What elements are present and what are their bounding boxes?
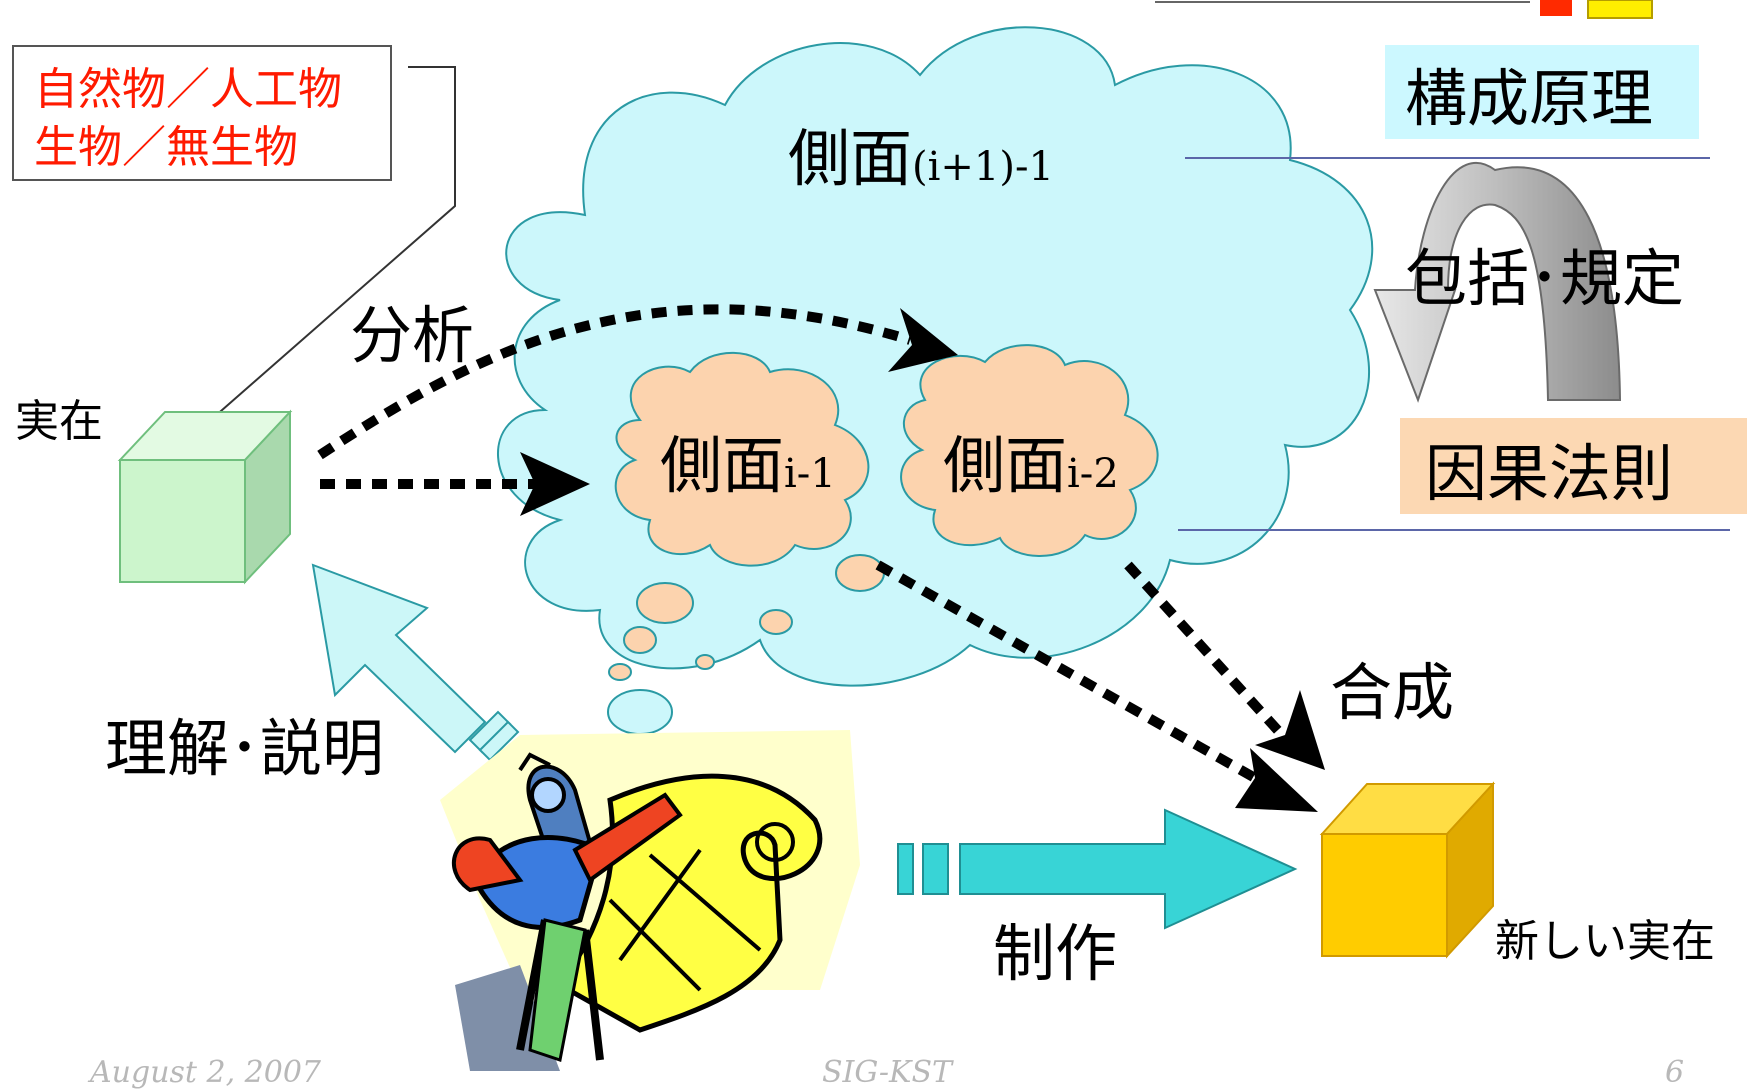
understanding-explanation-label: 理解･説明 (105, 712, 385, 785)
synthesis-arrow-line-b (1124, 561, 1286, 739)
analysis-curve-arrow-line (317, 304, 912, 460)
aspect-a-label: 側面i-1 (660, 435, 836, 497)
thought-bubble (636, 582, 694, 624)
category-line-2: 生物／無生物 (34, 122, 298, 173)
composition-principle-label: 構成原理 (1405, 62, 1654, 135)
synthesis-arrowhead-a (1235, 748, 1318, 812)
causal-law-label: 因果法則 (1425, 437, 1674, 510)
footer-page-number: 6 (1665, 1055, 1685, 1090)
aspect-big-main: 側面 (788, 122, 913, 195)
aspect-big-label: 側面(i+1)-1 (788, 128, 1054, 190)
synthesis-arrow-line-a (875, 560, 1258, 783)
production-label: 制作 (993, 917, 1118, 990)
footer-date: August 2, 2007 (90, 1055, 322, 1090)
thought-bubble (835, 554, 885, 592)
aspect-cloud-b (900, 344, 1159, 557)
thought-bubble (695, 654, 715, 670)
understanding-arrow (311, 563, 520, 762)
analysis-label: 分析 (350, 299, 475, 372)
category-callout-box (12, 45, 392, 181)
aspect-a-sub: i-1 (784, 451, 836, 497)
inclusion-arc-arrow (1373, 162, 1622, 403)
footer-event: SIG-KST (822, 1055, 953, 1090)
aspect-b-sub: i-2 (1067, 451, 1119, 497)
thought-bubble (623, 626, 657, 654)
thought-bubble (608, 663, 632, 681)
thought-bubble (607, 689, 673, 735)
new-reality-label: 新しい実在 (1495, 916, 1715, 967)
callout-leader-line (196, 66, 456, 433)
designer-clipart (440, 730, 860, 1071)
aspect-b-main: 側面 (943, 429, 1068, 502)
inclusion-regulation-label: 包括･規定 (1405, 242, 1685, 315)
analysis-straight-arrowhead (520, 452, 590, 516)
corner-red-square (1540, 0, 1572, 16)
causal-law-box (1400, 418, 1747, 514)
production-arrow (897, 808, 1298, 930)
corner-yellow-square (1587, 0, 1653, 19)
aspect-b-label: 側面i-2 (943, 435, 1119, 497)
synthesis-label: 合成 (1330, 656, 1455, 729)
synthesis-arrowhead-b (1255, 690, 1325, 770)
thought-bubble (759, 609, 793, 635)
reality-label: 実在 (15, 396, 103, 447)
aspect-big-sub: (i+1)-1 (912, 144, 1054, 190)
aspect-cloud-a (614, 351, 870, 567)
reality-cube (117, 409, 293, 585)
category-line-1: 自然物／人工物 (34, 64, 342, 115)
new-reality-cube (1319, 781, 1496, 959)
composition-principle-box (1385, 45, 1699, 139)
aspect-a-main: 側面 (660, 429, 785, 502)
analysis-curve-arrowhead (888, 308, 958, 372)
